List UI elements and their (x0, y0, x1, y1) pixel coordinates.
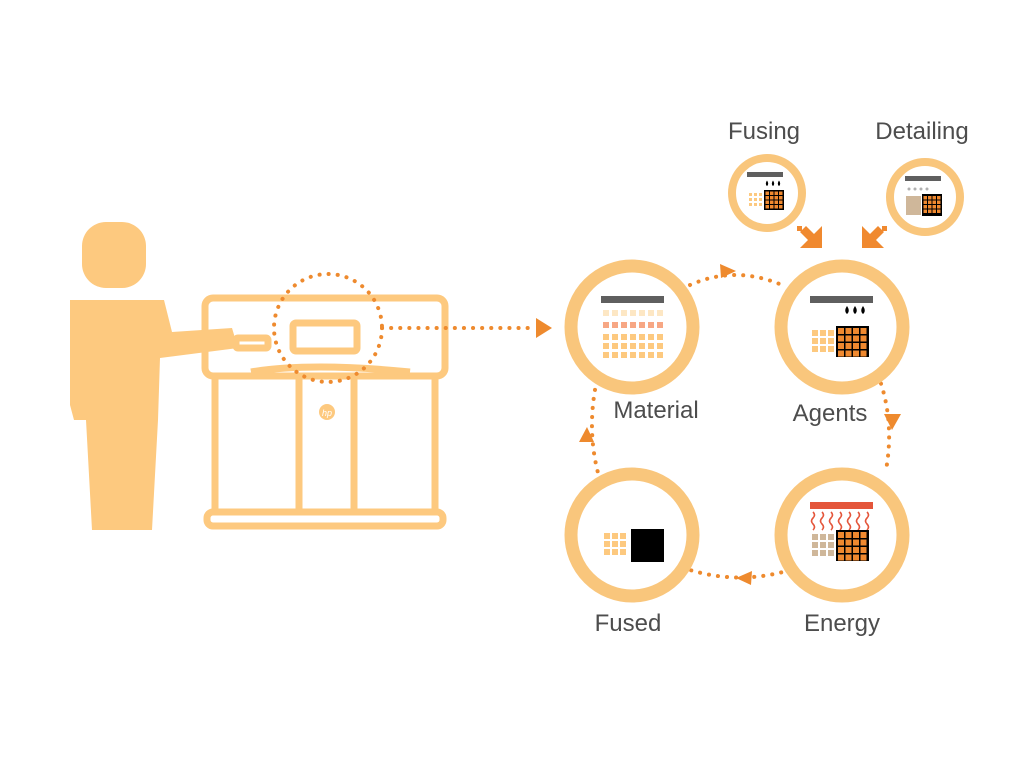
label-detailing: Detailing (875, 118, 969, 145)
detailing-agent-icon (905, 176, 942, 216)
node-energy (774, 467, 910, 603)
label-fused: Fused (594, 610, 662, 637)
cycle-arrowheads (579, 264, 901, 585)
label-agents: Agents (792, 400, 868, 427)
label-energy: Energy (803, 610, 881, 637)
material-icon (601, 296, 664, 358)
hp-logo-icon: hp (319, 404, 335, 420)
node-fusing (728, 154, 806, 232)
energy-icon (810, 502, 873, 561)
fusing-agent-icon (747, 172, 784, 210)
fused-icon (604, 529, 664, 562)
detailing-arrow-icon (862, 226, 887, 248)
node-material (564, 259, 700, 395)
label-fusing: Fusing (727, 118, 801, 145)
person-icon (70, 222, 238, 530)
label-material: Material (613, 397, 699, 424)
agents-icon (810, 296, 873, 357)
node-detailing (886, 158, 964, 236)
svg-text:hp: hp (322, 408, 332, 418)
connector-arrowhead (536, 318, 552, 338)
fusing-arrow-icon (797, 226, 822, 248)
node-agents (774, 259, 910, 395)
node-fused (564, 467, 700, 603)
printer-icon (201, 294, 449, 530)
